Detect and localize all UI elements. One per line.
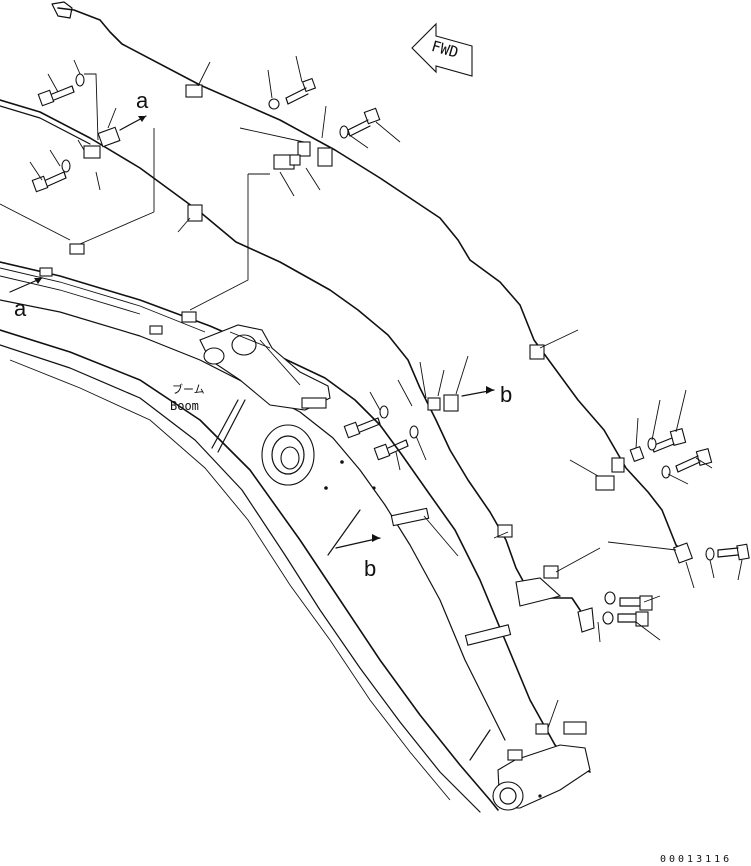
bolt-icon [285,77,317,105]
washer-icon [75,73,85,87]
bolt-icon [31,171,67,193]
clamp-icon [39,267,587,761]
arrow-icon [335,534,381,549]
bolt-icon [717,543,750,561]
bolt-icon [343,417,381,439]
fwd-arrow-icon: FWD [411,22,473,77]
boom-clamps [39,267,587,761]
arrow-icon [461,386,495,397]
washer-icon [339,125,349,139]
bolt-icon [347,107,381,137]
bolt-icon [675,448,713,473]
boom-structure [0,261,591,813]
washer-icon [705,547,715,561]
bolt-icon [619,595,653,611]
ref-a-lower: a [14,296,27,321]
washer-icon [409,425,419,439]
washer-icon [61,159,71,173]
bolt-icon [651,428,687,453]
cylinder-bracket [199,324,331,411]
bolt-icon [37,85,75,107]
boom-label-en: Boom [170,399,199,413]
arrow-icon [9,277,43,293]
ref-b-lower: b [364,556,376,581]
ref-a-upper: a [136,88,149,113]
boom-label-jp: ブーム [172,382,205,396]
ref-b-upper: b [500,382,512,407]
washer-icon [268,98,280,110]
pipe-clamps [69,84,694,579]
washer-icon [379,405,389,419]
leader-lines [0,55,743,729]
pipes [0,1,687,633]
washer-icon [604,591,616,605]
arrow-icon [119,115,147,131]
bolt-icon [617,611,649,627]
fasteners [31,73,750,627]
bolt-icon [373,439,409,461]
washer-icon [602,611,614,625]
washer-icon [661,465,671,479]
drawing-number: 00013116 [660,854,732,865]
reference-arrows [9,115,495,549]
